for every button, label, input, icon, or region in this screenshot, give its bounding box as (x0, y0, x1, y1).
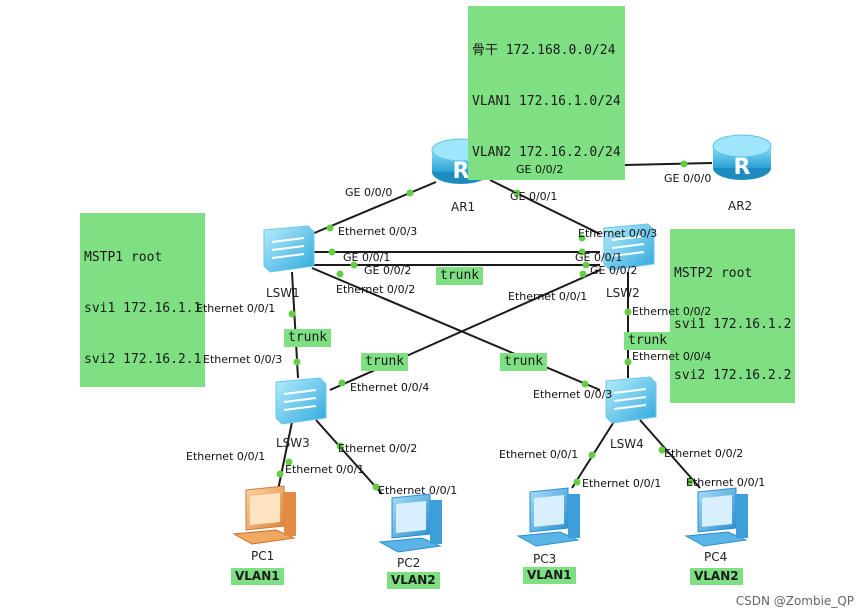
port-label: GE 0/0/1 (575, 251, 623, 264)
port-label: Ethernet 0/0/2 (336, 283, 416, 296)
port-label: Ethernet 0/0/3 (338, 225, 418, 238)
pc4-label: PC4 (704, 550, 728, 564)
mstp2-note-line: svi2 172.16.2.2 (674, 368, 792, 383)
port-label: Ethernet 0/0/1 (499, 448, 579, 461)
link-lsw4-pc4 (639, 419, 701, 489)
ar1-label: AR1 (451, 200, 476, 214)
pc3-label: PC3 (533, 552, 557, 566)
pc2-icon (378, 493, 442, 553)
port-label: Ethernet 0/0/2 (632, 305, 712, 318)
pc2-vlan-tag: VLAN2 (387, 572, 440, 589)
port-label: Ethernet 0/0/3 (578, 227, 658, 240)
pc3-vlan-tag: VLAN1 (523, 567, 576, 584)
mstp1-note-line: MSTP1 root (84, 250, 163, 265)
port-label: Ethernet 0/0/1 (285, 463, 365, 476)
port-label: GE 0/0/0 (664, 172, 712, 185)
pc1-vlan-tag: VLAN1 (231, 568, 284, 585)
trunk-label-lsw2-lsw4: trunk (624, 332, 672, 350)
port-label: Ethernet 0/0/4 (632, 350, 712, 363)
link-lsw3-pc1 (277, 421, 293, 491)
lsw2-label: LSW2 (606, 286, 640, 300)
port-label: Ethernet 0/0/1 (508, 290, 588, 303)
switch-lsw4-icon (605, 376, 657, 424)
pc4-vlan-tag: VLAN2 (690, 568, 743, 585)
backbone-note-line: VLAN1 172.16.1.0/24 (472, 94, 621, 109)
backbone-note-line: VLAN2 172.16.2.0/24 (472, 145, 621, 160)
switch-lsw3-icon (275, 377, 327, 425)
mstp1-note-line: svi1 172.16.1.1 (84, 301, 202, 316)
backbone-note-line: 骨干 172.168.0.0/24 (472, 43, 616, 58)
links (277, 162, 713, 495)
backbone-note: 骨干 172.168.0.0/24 VLAN1 172.16.1.0/24 VL… (468, 6, 625, 180)
switch-lsw2-icon (603, 223, 655, 271)
lsw4-label: LSW4 (610, 437, 644, 451)
port-label: Ethernet 0/0/1 (186, 450, 266, 463)
port-label: GE 0/0/1 (343, 251, 391, 264)
router-ar2-icon: R (712, 134, 772, 180)
trunk-label-lsw1-lsw4: trunk (500, 353, 548, 371)
port-label: GE 0/0/2 (364, 264, 412, 277)
port-label: Ethernet 0/0/2 (338, 442, 418, 455)
mstp2-root-note: MSTP2 root svi1 172.16.1.2 svi2 172.16.2… (670, 229, 796, 403)
trunk-label-lsw2-lsw3: trunk (361, 353, 409, 371)
trunk-label-lsw1-lsw2: trunk (436, 267, 484, 285)
svg-text:R: R (453, 159, 470, 184)
port-label: GE 0/0/1 (510, 190, 558, 203)
port-label: Ethernet 0/0/3 (203, 353, 283, 366)
switch-lsw1-icon (263, 225, 315, 273)
port-label: Ethernet 0/0/2 (664, 447, 744, 460)
link-ar1-lsw1 (311, 181, 437, 235)
lsw1-label: LSW1 (266, 286, 300, 300)
link-ar1-lsw2 (489, 179, 601, 235)
pc1-icon (232, 485, 296, 545)
pc1-label: PC1 (251, 549, 275, 563)
mstp2-note-line: svi1 172.16.1.2 (674, 317, 792, 332)
port-label: Ethernet 0/0/1 (196, 302, 276, 315)
mstp1-root-note: MSTP1 root svi1 172.16.1.1 svi2 172.16.2… (80, 213, 206, 387)
mstp1-note-line: svi2 172.16.2.1 (84, 352, 202, 367)
pc3-icon (516, 487, 580, 547)
port-label: Ethernet 0/0/1 (378, 484, 458, 497)
link-lsw1-lsw4 (311, 267, 601, 391)
port-label: GE 0/0/2 (590, 264, 638, 277)
port-label: Ethernet 0/0/1 (686, 476, 766, 489)
link-lsw3-pc2 (315, 419, 383, 495)
svg-text:R: R (734, 155, 751, 180)
ar2-label: AR2 (728, 199, 753, 213)
port-label: Ethernet 0/0/3 (533, 388, 613, 401)
port-label: GE 0/0/2 (516, 163, 564, 176)
port-label: Ethernet 0/0/4 (350, 381, 430, 394)
port-label: GE 0/0/0 (345, 186, 393, 199)
pc2-label: PC2 (397, 556, 421, 570)
mstp2-note-line: MSTP2 root (674, 266, 753, 281)
lsw3-label: LSW3 (276, 436, 310, 450)
pc4-icon (684, 487, 748, 547)
watermark: CSDN @Zombie_QP (735, 594, 854, 608)
trunk-label-lsw1-lsw3: trunk (284, 329, 332, 347)
port-label: Ethernet 0/0/1 (582, 477, 662, 490)
